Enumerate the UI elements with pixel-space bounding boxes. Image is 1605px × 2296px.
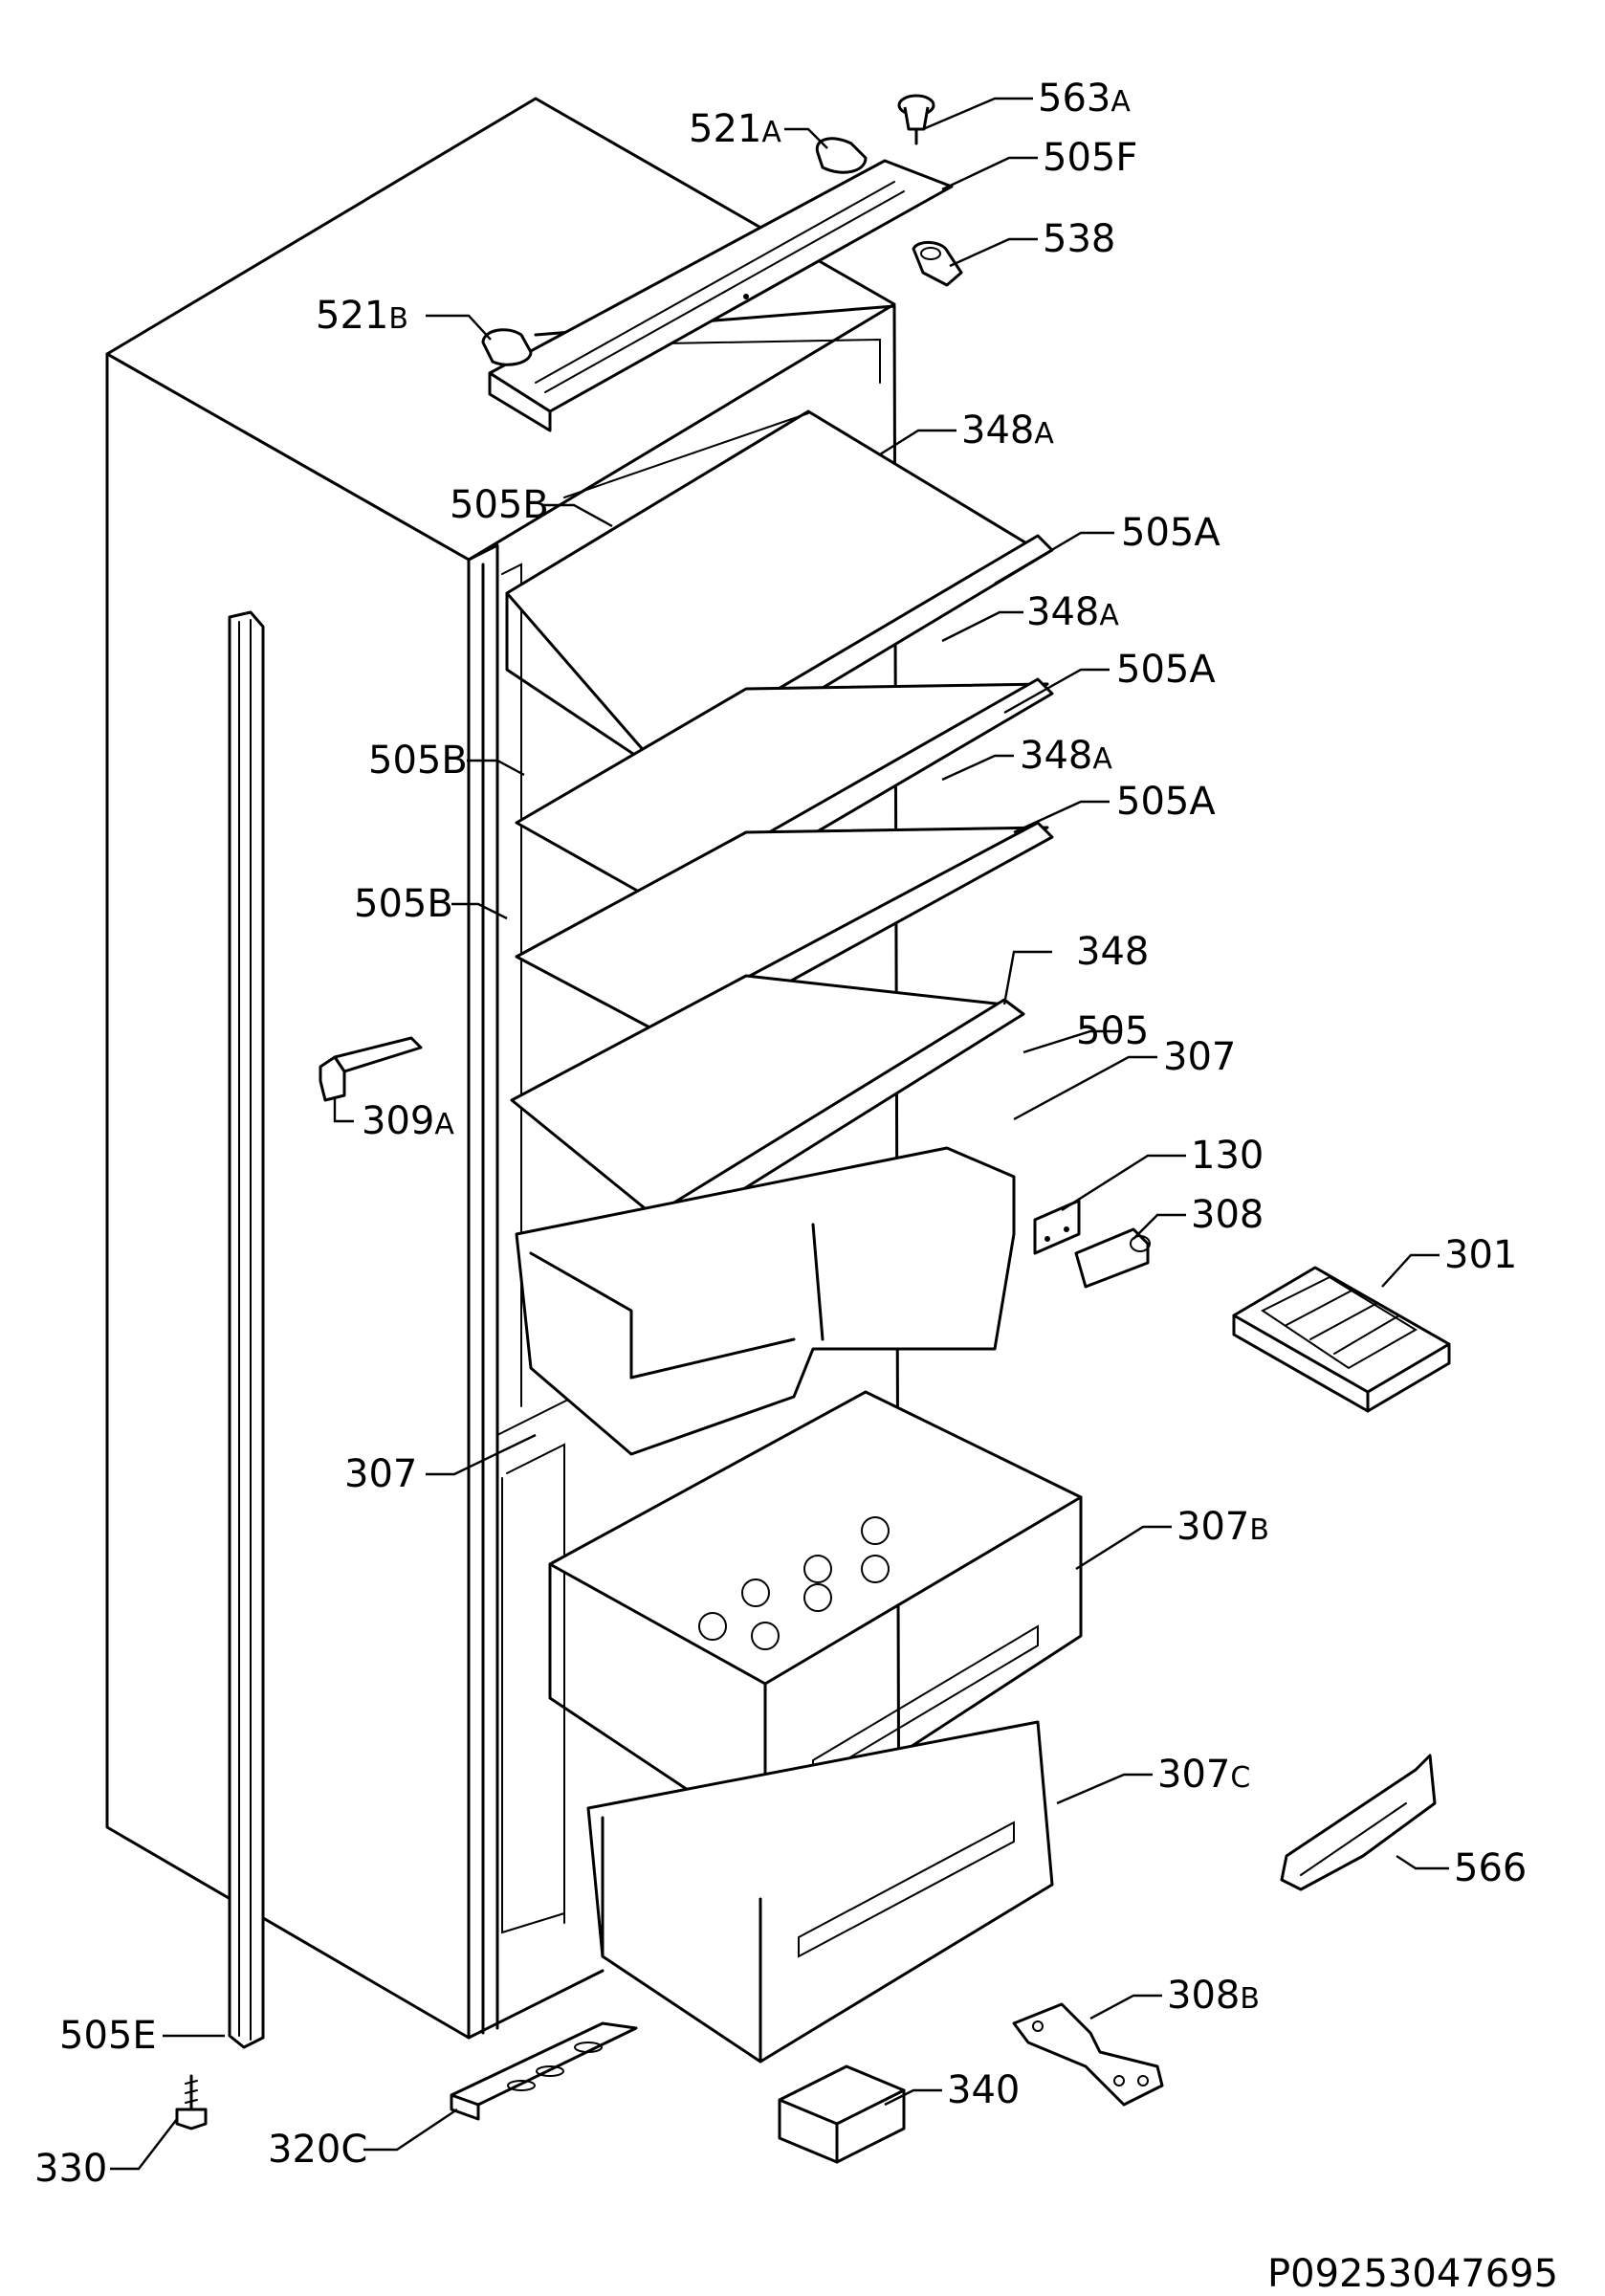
label-301: 301 — [1444, 1233, 1517, 1277]
label-330: 330 — [34, 2147, 107, 2191]
part-538-bracket — [912, 241, 963, 287]
top-rail — [488, 159, 954, 432]
label-308: 308 — [1191, 1193, 1264, 1237]
label-505b-3: 505B — [354, 882, 453, 926]
freezer-basket-307c — [586, 1720, 1054, 2064]
label-538: 538 — [1043, 217, 1115, 261]
label-521b: 521B — [316, 294, 408, 338]
part-308-hinge — [1074, 1227, 1151, 1289]
label-563a: 563A — [1038, 77, 1131, 121]
label-348: 348 — [1076, 930, 1149, 974]
part-320c-rail — [450, 2021, 638, 2121]
part-521b-cap — [481, 328, 533, 366]
label-505: 505 — [1076, 1009, 1149, 1053]
label-505b-2: 505B — [368, 739, 468, 783]
label-505f: 505F — [1043, 136, 1137, 180]
part-309a-clip — [319, 1036, 423, 1102]
label-309a: 309A — [362, 1099, 454, 1143]
part-308b-hinge — [1012, 2002, 1164, 2107]
crisper-drawer-pair — [515, 1146, 1016, 1456]
label-308b: 308B — [1167, 1974, 1260, 2018]
leader-lines — [110, 97, 1449, 2171]
door-seal-strip — [228, 610, 265, 2049]
drawing-code: P09253047695 — [1267, 2252, 1558, 2296]
label-566: 566 — [1454, 1846, 1527, 1890]
part-labels: 563A 521A 505F 538 521B 348A 505B 505A 3… — [34, 77, 1527, 2191]
part-130-bracket — [1033, 1199, 1081, 1255]
part-340-block — [778, 2064, 906, 2164]
label-307c: 307C — [1157, 1753, 1250, 1797]
label-505a-3: 505A — [1116, 780, 1216, 824]
label-307-left: 307 — [344, 1452, 417, 1496]
label-340: 340 — [947, 2068, 1020, 2112]
part-330-screw — [175, 2074, 208, 2130]
label-505a-2: 505A — [1116, 648, 1216, 692]
label-348a-2: 348A — [1026, 590, 1119, 634]
label-505e: 505E — [59, 2014, 157, 2058]
part-566-scraper — [1280, 1754, 1437, 1891]
label-505b-1: 505B — [450, 483, 549, 527]
part-301-ice-tray — [1232, 1266, 1451, 1413]
part-563a-knob — [897, 94, 935, 145]
label-307-top: 307 — [1163, 1035, 1236, 1079]
part-521a-cap — [815, 137, 868, 174]
label-348a-3: 348A — [1020, 734, 1112, 778]
label-320c: 320C — [268, 2128, 367, 2172]
label-348a-1: 348A — [961, 408, 1054, 453]
label-505a-1: 505A — [1121, 511, 1220, 555]
label-307b: 307B — [1176, 1505, 1269, 1549]
label-130: 130 — [1191, 1134, 1264, 1178]
label-521a: 521A — [689, 107, 781, 151]
